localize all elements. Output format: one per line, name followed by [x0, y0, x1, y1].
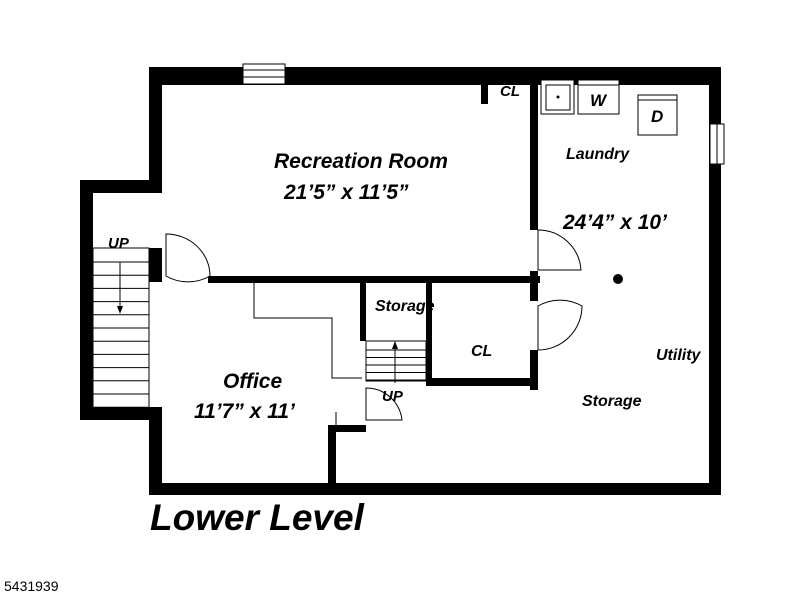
stairs-left: [92, 247, 150, 409]
dryer-label: D: [651, 107, 663, 126]
closet-mid-label: CL: [471, 343, 492, 360]
laundry-label: Laundry: [566, 146, 630, 163]
stairs-center-up-label: UP: [382, 388, 404, 405]
plan-title: Lower Level: [150, 497, 365, 538]
windows: [242, 63, 725, 165]
closet-top-label: CL: [500, 83, 520, 100]
washer: [577, 79, 620, 115]
interior-walls: [149, 77, 540, 495]
storage-small-label: Storage: [375, 298, 435, 315]
utility-label: Utility: [656, 347, 702, 364]
washer-label: W: [590, 91, 608, 110]
listing-id: 5431939: [4, 578, 59, 594]
office-dims: 11’7” x 11’: [194, 400, 296, 423]
outer-walls: [80, 67, 721, 495]
dryer: [637, 94, 678, 136]
doors: [165, 229, 583, 421]
recreation-room-label: Recreation Room: [274, 150, 448, 173]
stairs-left-up-label: UP: [108, 235, 130, 252]
recreation-room-dims: 21’5” x 11’5”: [283, 181, 409, 204]
floor-drain: [613, 274, 623, 284]
laundry-dims: 24’4” x 10’: [562, 211, 668, 234]
laundry-sink: [540, 79, 575, 115]
partition-lines: [253, 283, 362, 425]
office-label: Office: [223, 370, 282, 393]
storage-main-label: Storage: [582, 393, 642, 410]
